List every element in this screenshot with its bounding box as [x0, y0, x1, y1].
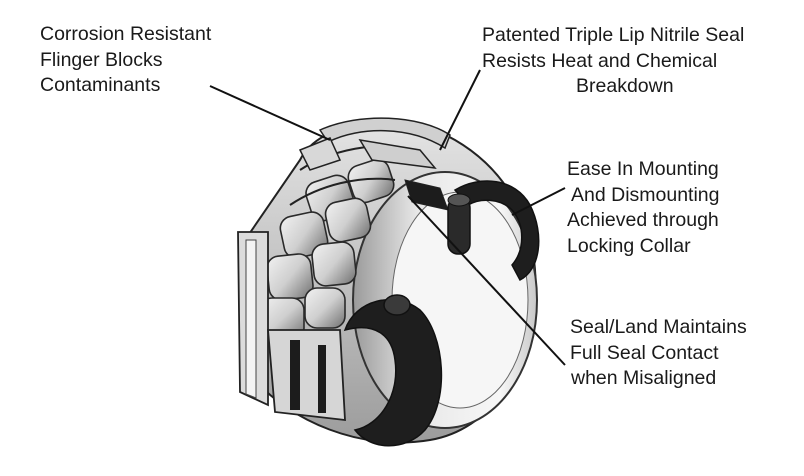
callout-mounting: Ease In Mounting And Dismounting Achieve…: [567, 157, 720, 259]
leader-mounting: [511, 187, 566, 216]
leader-lines: [209, 69, 566, 366]
callout-mounting-line-2: And Dismounting: [571, 183, 720, 206]
callout-seal: Patented Triple Lip Nitrile Seal Resists…: [482, 23, 744, 100]
leader-flinger: [209, 85, 331, 141]
callout-misalign-line-1: Seal/Land Maintains: [570, 316, 747, 338]
locking-collar-front: [343, 294, 443, 447]
callout-mounting-line-3: Achieved through: [567, 209, 719, 231]
callout-seal-line-3: Breakdown: [576, 75, 674, 97]
callout-seal-line-1: Patented Triple Lip Nitrile Seal: [482, 24, 745, 46]
leader-misalign: [407, 195, 566, 366]
callout-misalign-line-2: Full Seal Contact: [570, 341, 719, 364]
roller-elements: [259, 158, 395, 341]
callout-flinger-line-3: Contaminants: [40, 74, 161, 96]
callout-misalign-line-3: when Misaligned: [571, 367, 717, 389]
callout-misalign: Seal/Land Maintains Full Seal Contact wh…: [570, 315, 747, 392]
callout-seal-line-2: Resists Heat and Chemical: [482, 49, 718, 72]
callout-flinger-line-2: Flinger Blocks: [40, 48, 163, 71]
callout-flinger-line-1: Corrosion Resistant: [40, 23, 212, 45]
locking-collar-rear: [447, 180, 540, 281]
callout-flinger: Corrosion Resistant Flinger Blocks Conta…: [40, 22, 211, 99]
callout-mounting-line-4: Locking Collar: [567, 234, 691, 257]
cutaway-section: [237, 231, 346, 422]
triple-lip-seal: [298, 137, 449, 211]
callout-mounting-line-1: Ease In Mounting: [567, 158, 719, 180]
leader-seal: [439, 69, 481, 151]
